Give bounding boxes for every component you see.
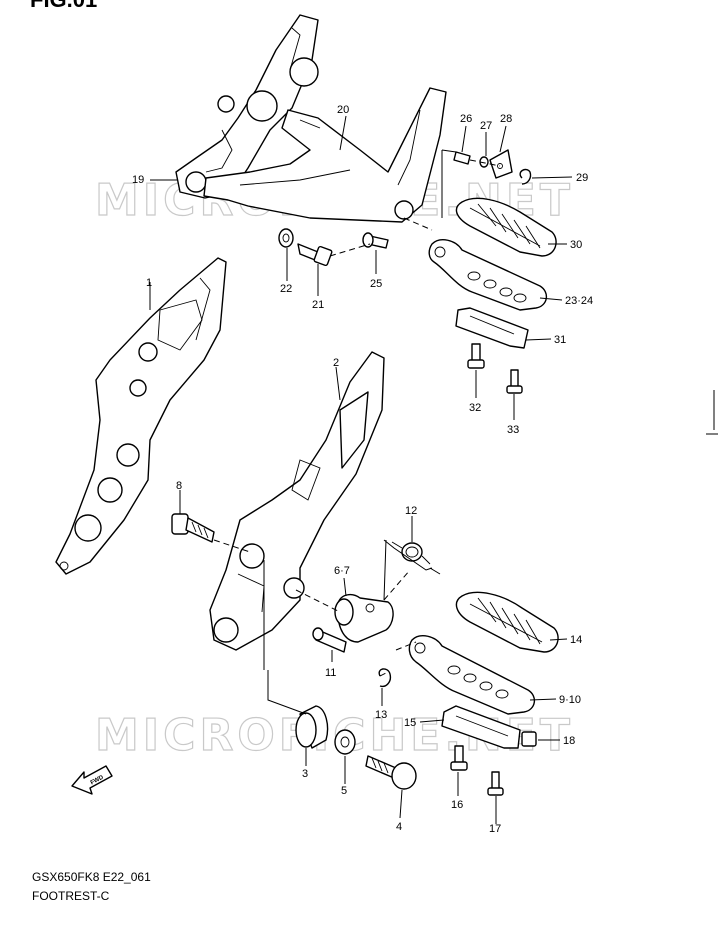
part-14-footpeg-rubber	[455, 591, 559, 653]
callout-8: 8	[176, 480, 182, 492]
part-2-footrest-bracket	[209, 351, 385, 651]
callout-19: 19	[132, 174, 144, 186]
part-17-screw	[487, 771, 504, 796]
part-21-bolt	[297, 243, 333, 267]
part-9-10-footpeg	[408, 635, 535, 715]
part-5-washer	[334, 729, 356, 755]
figure-title: FIG.01	[30, 0, 97, 12]
part-28-plate	[489, 149, 513, 179]
part-3-collar	[295, 705, 329, 749]
callout-12: 12	[405, 505, 417, 517]
callout-17: 17	[489, 823, 501, 835]
callout-31: 31	[554, 334, 566, 346]
callout-6-7: 6·7	[334, 565, 350, 577]
callout-1: 1	[146, 277, 152, 289]
part-16-screw	[450, 745, 468, 771]
part-15-plate	[441, 705, 521, 749]
part-11-pin	[312, 627, 347, 653]
part-20-footrest-bracket	[203, 87, 447, 223]
part-25-pin	[362, 232, 389, 249]
part-1-side-bracket	[55, 257, 227, 575]
callout-16: 16	[451, 799, 463, 811]
part-8-bolt	[171, 513, 215, 543]
callout-4: 4	[396, 821, 402, 833]
callout-27: 27	[480, 120, 492, 132]
callout-18: 18	[563, 735, 575, 747]
part-33-screw	[506, 369, 523, 394]
part-12-spring	[391, 541, 431, 565]
part-30-footpeg-rubber	[455, 197, 557, 257]
callout-20: 20	[337, 104, 349, 116]
callout-13: 13	[375, 709, 387, 721]
callout-28: 28	[500, 113, 512, 125]
callout-33: 33	[507, 424, 519, 436]
part-23-24-footpeg	[428, 239, 547, 311]
callout-15: 15	[404, 717, 416, 729]
callout-11: 11	[325, 667, 336, 679]
callout-2: 2	[333, 357, 339, 369]
callout-3: 3	[302, 768, 308, 780]
callout-9-10: 9·10	[559, 694, 581, 706]
part-19-rear-bracket	[175, 14, 319, 199]
callout-22: 22	[280, 283, 292, 295]
fwd-arrow-icon: FWD	[71, 765, 113, 795]
part-4-bolt	[365, 755, 417, 790]
leader-lines	[149, 115, 573, 824]
part-22-washer	[278, 228, 294, 248]
footer-section-name: FOOTREST-C	[32, 889, 110, 903]
callout-30: 30	[570, 239, 582, 251]
assembly-guides	[213, 149, 501, 715]
callout-23-24: 23·24	[565, 295, 593, 307]
part-26-bolt	[453, 151, 471, 165]
part-31-plate	[455, 307, 529, 349]
callout-21: 21	[312, 299, 324, 311]
part-29-clip	[519, 168, 532, 185]
part-6-7-pivot	[334, 593, 394, 643]
callout-25: 25	[370, 278, 382, 290]
part-18-bolt	[521, 731, 537, 747]
callout-labels: 19 20 22 21 25 26 27 28 29 30 23·24 31 3…	[132, 104, 593, 835]
callout-5: 5	[341, 785, 347, 797]
footer-model-code: GSX650FK8 E22_061	[32, 870, 151, 884]
callout-14: 14	[570, 634, 582, 646]
callout-29: 29	[576, 172, 588, 184]
part-13-clip	[378, 668, 392, 688]
callout-32: 32	[469, 402, 481, 414]
callout-26: 26	[460, 113, 472, 125]
part-32-screw	[467, 343, 485, 369]
